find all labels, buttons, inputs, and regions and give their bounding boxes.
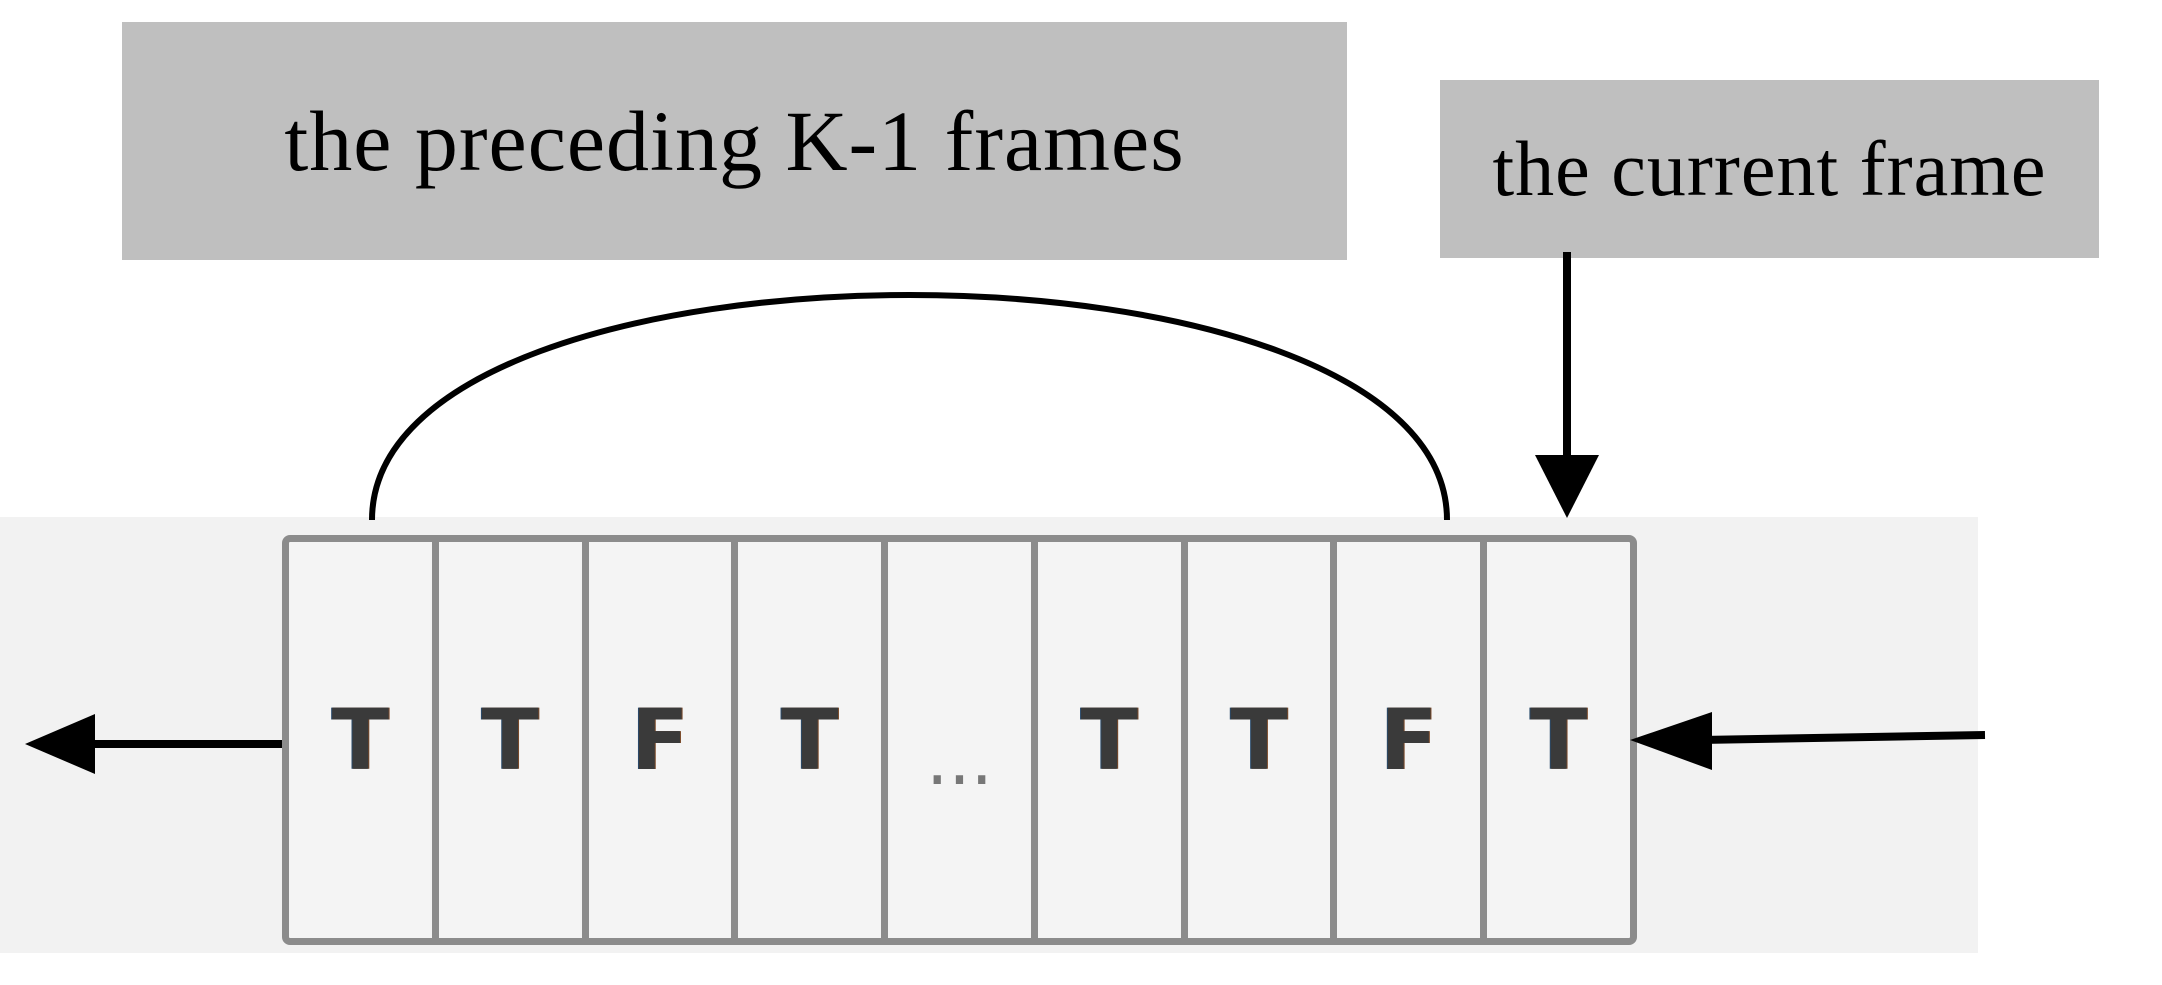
preceding-frames-bracket [369,292,1450,521]
frame-cell: T [289,542,439,938]
frame-cell: F [589,542,739,938]
frame-cell: F [1337,542,1488,938]
preceding-frames-label: the preceding K-1 frames [122,22,1347,260]
preceding-frames-text: the preceding K-1 frames [284,93,1185,189]
frame-buffer: T T F T ... T T F T [282,535,1637,945]
frame-cell: T [738,542,889,938]
frame-cell: T [1188,542,1338,938]
arrow-down-icon [1535,252,1599,518]
current-frame-label: the current frame [1440,80,2099,258]
frame-cell-ellipsis: ... [888,542,1038,938]
current-frame-text: the current frame [1492,125,2047,212]
frame-cell: T [439,542,589,938]
current-frame-cell: T [1529,691,1588,789]
frame-cell: T [1038,542,1188,938]
